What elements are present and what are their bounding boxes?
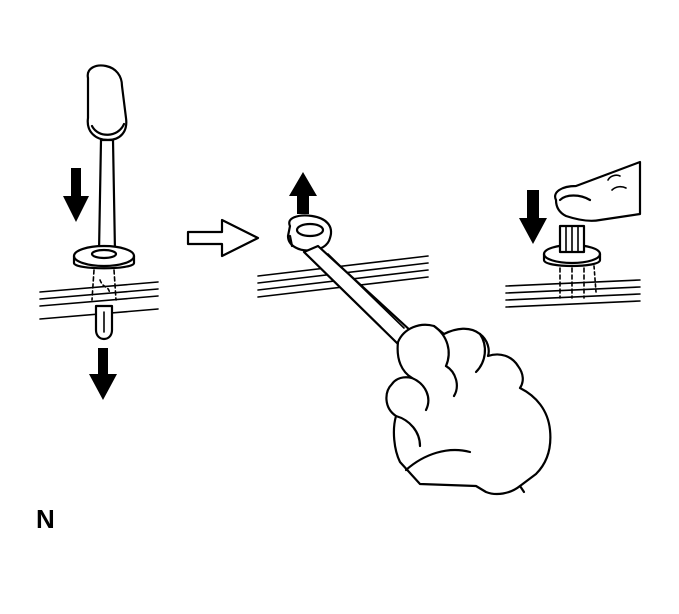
clip-icon (72, 244, 136, 341)
figure-label: N (36, 504, 55, 534)
finger-icon (554, 160, 642, 222)
arrow-down-icon (63, 168, 89, 222)
arrow-up-icon (289, 172, 317, 214)
wrench-icon (286, 214, 414, 346)
arrow-down-icon (519, 190, 547, 244)
arrow-right-outline-icon (186, 218, 260, 258)
panel-finger (505, 160, 642, 308)
panel-surface-3 (505, 279, 641, 308)
arrow-down-icon (89, 348, 117, 400)
hand-icon (385, 323, 552, 496)
screwdriver-icon (86, 64, 128, 254)
clip-icon (542, 224, 602, 299)
panel-screwdriver (39, 64, 159, 400)
panel-wrench (257, 172, 552, 496)
